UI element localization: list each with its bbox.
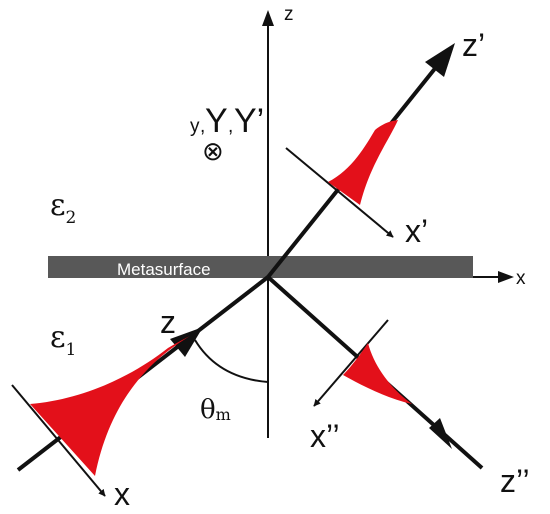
y-comma-2: , [228,116,233,137]
z-incident-label: z [160,304,176,340]
y-small-label: y [190,116,200,137]
reflected-beam-arrowhead [425,43,455,77]
epsilon-1-sub: 1 [66,340,77,360]
z-double-prime-label: z’’ [500,463,530,499]
Y-prime-label: Y’ [234,102,264,140]
transmitted-beam-profile [343,343,412,404]
epsilon-1-base: ε [50,320,66,355]
z-axis-label: z [284,4,294,25]
z-prime-label: z’ [462,27,485,63]
reflected-beam-profile [328,120,398,205]
metasurface-slab [48,256,473,278]
incident-beam-profile [30,336,190,476]
x-prime-label: x’ [405,213,428,249]
x-incident-label: x [114,476,130,512]
Y-label: Y [205,102,228,140]
epsilon-2-label: ε2 [50,188,76,228]
transmitted-beam-arrowhead [429,418,452,449]
theta-sub: m [216,405,231,424]
y-comma-1: , [200,116,205,137]
metasurface-label: Metasurface [117,260,211,279]
theta-angle-arc [194,339,269,383]
z-axis-arrowhead [262,10,274,26]
x-double-prime-label: x’’ [310,418,340,454]
epsilon-2-base: ε [50,188,66,223]
theta-m-label: θm [200,395,231,425]
x-axis-arrowhead [498,271,514,283]
epsilon-2-sub: 2 [66,208,77,228]
x-axis-label: x [516,268,526,289]
out-of-plane-icon: ⊗ [202,136,224,166]
incident-x-axis [11,384,106,497]
incident-beam-arrowhead [170,327,203,357]
theta-base: θ [200,395,216,425]
epsilon-1-label: ε1 [50,320,76,360]
transmitted-x-axis [313,319,389,407]
reflected-x-axis [285,147,394,238]
